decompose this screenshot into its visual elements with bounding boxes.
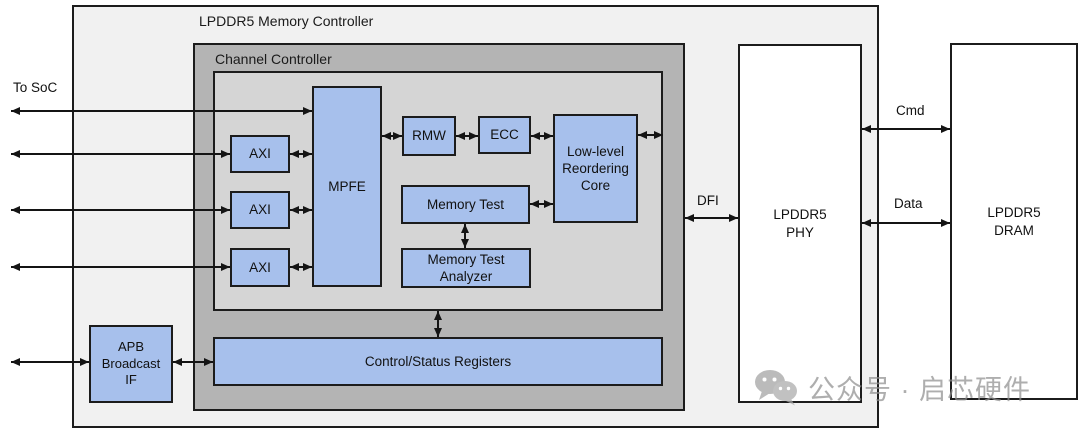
arrow-cmd xyxy=(862,128,950,130)
block-rmw: RMW xyxy=(402,116,456,156)
arrow-memtest-analyzer xyxy=(464,224,466,248)
memory-controller-title: LPDDR5 Memory Controller xyxy=(199,13,374,29)
data-label: Data xyxy=(894,196,923,211)
arrow-data xyxy=(862,222,950,224)
arrow-soc-axi-1 xyxy=(11,153,230,155)
arrow-dfi xyxy=(685,217,738,219)
block-mpfe: MPFE xyxy=(312,86,382,287)
arrow-soc-axi-2 xyxy=(11,209,230,211)
arrow-axi1-mpfe xyxy=(290,153,312,155)
block-control-status-registers: Control/Status Registers xyxy=(213,337,663,386)
block-lpddr5-dram: LPDDR5 DRAM xyxy=(950,43,1078,400)
wechat-icon xyxy=(753,369,799,406)
block-memory-test-analyzer: Memory Test Analyzer xyxy=(401,248,531,288)
arrow-mpfe-rmw xyxy=(382,135,402,137)
to-soc-label: To SoC xyxy=(13,80,58,95)
cmd-label: Cmd xyxy=(896,103,925,118)
arrow-inner-csr xyxy=(437,311,439,337)
arrow-axi2-mpfe xyxy=(290,209,312,211)
block-apb-broadcast-if: APB Broadcast IF xyxy=(89,325,173,403)
block-axi-3: AXI xyxy=(230,248,290,287)
channel-controller-title: Channel Controller xyxy=(215,51,332,67)
arrow-apb-csr xyxy=(173,361,213,363)
arrow-core-boundary xyxy=(638,134,663,136)
dfi-label: DFI xyxy=(697,193,719,208)
block-axi-2: AXI xyxy=(230,191,290,229)
block-memory-test: Memory Test xyxy=(401,185,530,224)
watermark-text: 公众号 · 启芯硬件 xyxy=(808,375,1031,405)
watermark: 公众号 · 启芯硬件 xyxy=(753,368,1031,407)
arrow-rmw-ecc xyxy=(456,135,478,137)
arrow-soc-apb xyxy=(11,361,89,363)
block-reordering-core: Low-level Reordering Core xyxy=(553,114,638,223)
arrow-ecc-core xyxy=(531,135,553,137)
arrow-soc-axi-3 xyxy=(11,266,230,268)
arrow-soc-mpfe xyxy=(11,110,312,112)
arrow-axi3-mpfe xyxy=(290,266,312,268)
arrow-memtest-core xyxy=(530,203,553,205)
block-axi-1: AXI xyxy=(230,135,290,173)
block-ecc: ECC xyxy=(478,116,531,154)
block-lpddr5-phy: LPDDR5 PHY xyxy=(738,44,862,403)
